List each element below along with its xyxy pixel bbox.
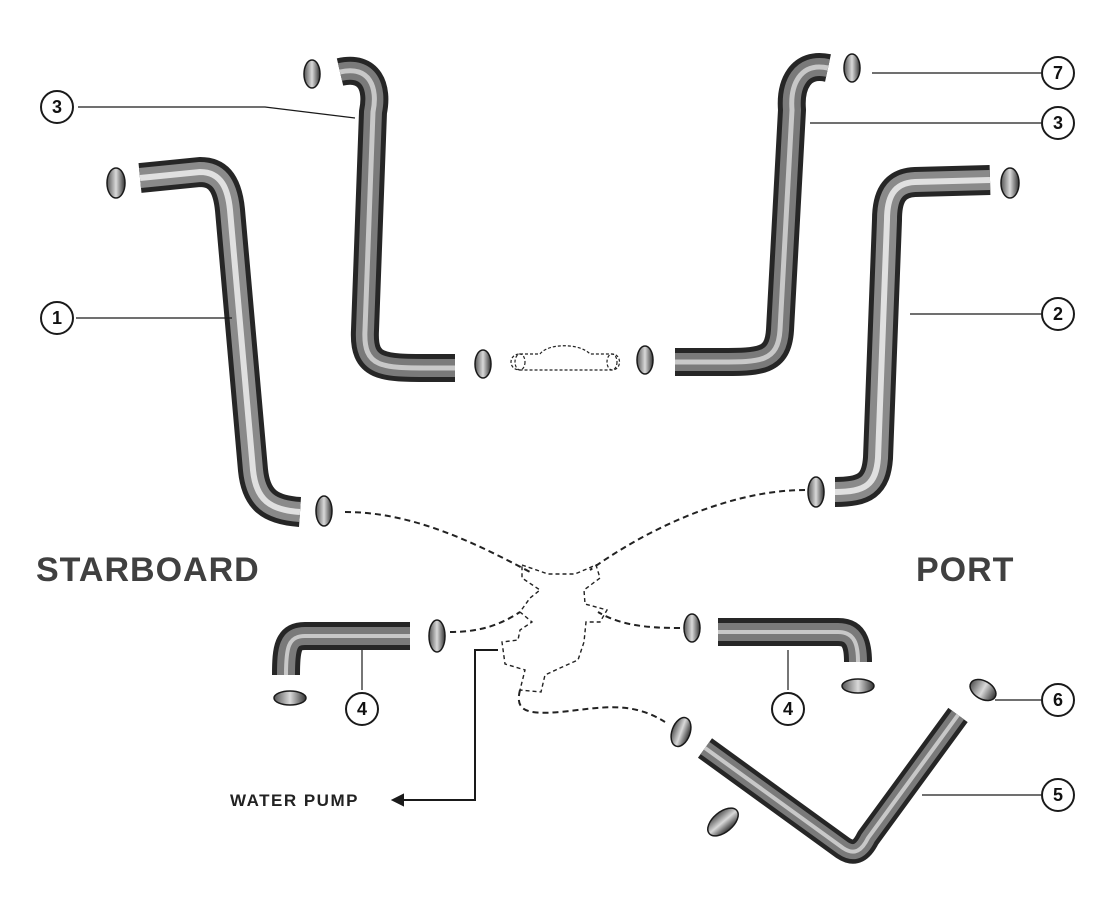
callout-3-right: 3 bbox=[1041, 106, 1075, 140]
callout-7: 7 bbox=[1041, 56, 1075, 90]
callout-4-left: 4 bbox=[345, 692, 379, 726]
dashed-connections bbox=[344, 489, 806, 723]
hose-1-starboard bbox=[138, 157, 302, 527]
hose-5 bbox=[697, 707, 968, 864]
callout-3-left: 3 bbox=[40, 90, 74, 124]
callout-2: 2 bbox=[1041, 297, 1075, 331]
callout-4-right: 4 bbox=[771, 692, 805, 726]
callout-1: 1 bbox=[40, 301, 74, 335]
hose-clamps bbox=[106, 53, 1020, 837]
water-pump-label: WATER PUMP bbox=[230, 791, 359, 810]
phantom-tube bbox=[510, 345, 621, 371]
starboard-label: STARBOARD bbox=[36, 551, 260, 589]
water-pump-leader bbox=[390, 649, 498, 807]
water-pump-outline bbox=[501, 564, 609, 693]
callout-5: 5 bbox=[1041, 778, 1075, 812]
hose-4-right bbox=[718, 618, 872, 663]
callout-leaders bbox=[76, 72, 1041, 796]
callout-6: 6 bbox=[1041, 683, 1075, 717]
hose-4-left bbox=[272, 622, 410, 676]
hose-3-left bbox=[336, 56, 455, 382]
hose-2-port bbox=[834, 165, 991, 507]
port-label: PORT bbox=[916, 551, 1015, 589]
hose-3-right bbox=[675, 53, 831, 376]
